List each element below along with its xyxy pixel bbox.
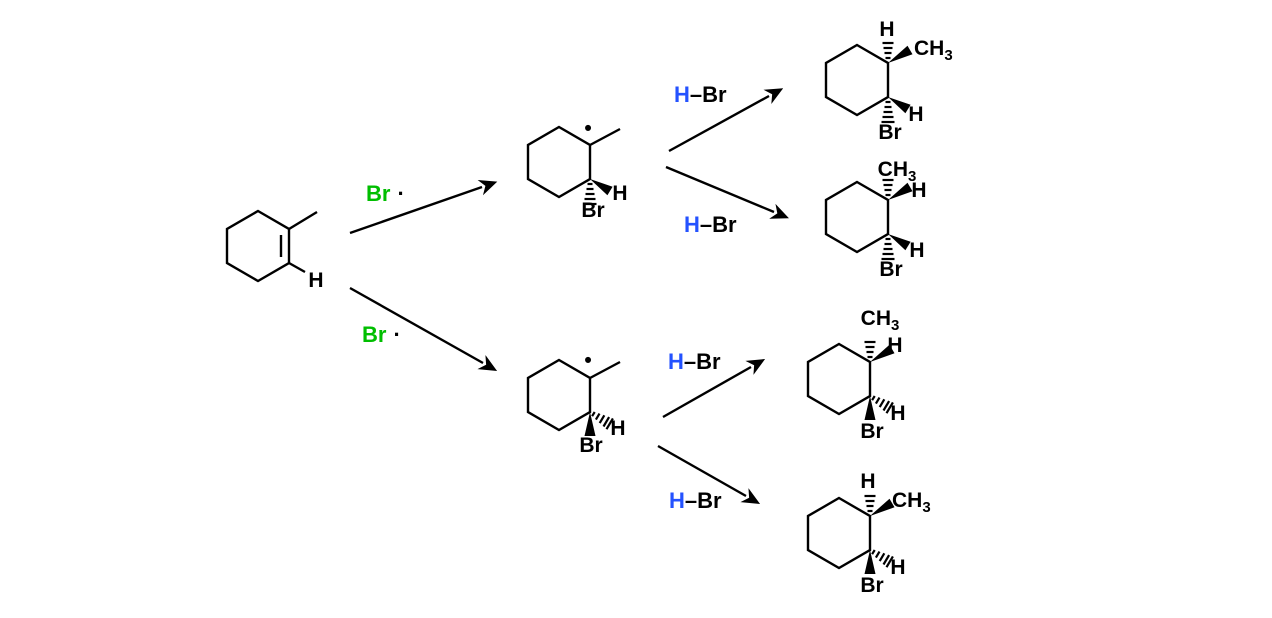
cyclohexane-ring xyxy=(806,342,872,416)
upper-right-label: H xyxy=(887,334,902,357)
wedge-bond-upper-right xyxy=(888,182,913,200)
hash-bond-up xyxy=(864,340,876,359)
methyl-bond xyxy=(288,210,318,231)
vinyl-h-bond xyxy=(288,261,306,274)
arrow-br-upper xyxy=(349,179,498,235)
hash-bond-down xyxy=(881,100,895,124)
arrow-hbr-lower-bottom xyxy=(657,444,761,505)
cyclohexene-ring xyxy=(225,209,291,283)
hash-bond-up xyxy=(882,178,894,197)
hash-bond-up xyxy=(864,494,876,513)
arrow-hbr-upper-top xyxy=(668,88,784,153)
methyl-bond xyxy=(589,127,621,147)
cyclohexane-ring xyxy=(824,43,890,117)
h-label: H xyxy=(612,182,627,205)
cyclohexane-ring xyxy=(824,180,890,254)
hbr-br: –Br xyxy=(699,212,737,237)
up-label: H xyxy=(879,18,894,41)
hbr-h: H xyxy=(674,82,690,107)
br-label: Br xyxy=(579,434,602,457)
br-radical-label-upper: Br· xyxy=(366,183,405,205)
radical-dot: • xyxy=(584,349,591,372)
hbr-br: –Br xyxy=(689,82,727,107)
upper-right-label: H xyxy=(911,179,926,202)
lower-right-label: H xyxy=(909,239,924,262)
h-label: H xyxy=(610,417,625,440)
molecule-product-3: CH3 H H Br xyxy=(806,307,906,443)
cyclohexane-ring xyxy=(526,358,592,432)
hbr-br: –Br xyxy=(683,349,721,374)
hbr-h: H xyxy=(668,349,684,374)
hbr-label-upper-top: H–Br xyxy=(674,84,727,106)
wedge-bond-h xyxy=(590,179,613,196)
hbr-label-lower-top: H–Br xyxy=(668,351,721,373)
arrow-hbr-upper-bottom xyxy=(665,165,789,219)
hash-bond-h xyxy=(591,411,614,430)
arrow-br-lower xyxy=(349,286,498,371)
down-label: Br xyxy=(878,121,901,144)
hash-bond-up xyxy=(882,41,894,60)
molecule-product-1: H CH3 H Br xyxy=(824,18,953,144)
wedge-bond-lower-right xyxy=(888,234,911,251)
radical-dot: · xyxy=(393,322,401,347)
wedge-bond-br xyxy=(584,412,596,436)
lower-right-label: H xyxy=(890,556,905,579)
hbr-h: H xyxy=(669,488,685,513)
methyl-bond xyxy=(589,360,621,380)
hbr-h: H xyxy=(684,212,700,237)
hash-bond-lower-right xyxy=(871,549,894,568)
upper-right-label: CH3 xyxy=(914,37,953,64)
molecule-radical-intermediate-upper: • H Br xyxy=(526,117,628,222)
down-label: Br xyxy=(879,258,902,281)
lower-right-label: H xyxy=(908,103,923,126)
hbr-label-upper-bottom: H–Br xyxy=(684,214,737,236)
hash-bond-br xyxy=(583,182,597,206)
up-label: CH3 xyxy=(861,307,900,334)
cyclohexane-ring xyxy=(806,496,872,570)
molecule-1-methylcyclohexene: H xyxy=(225,209,324,292)
lower-right-label: H xyxy=(890,402,905,425)
upper-right-label: CH3 xyxy=(892,489,931,516)
hbr-label-lower-bottom: H–Br xyxy=(669,490,722,512)
br-label: Br xyxy=(581,199,604,222)
hash-bond-lower-right xyxy=(871,395,894,414)
up-label: H xyxy=(860,470,875,493)
br-radical-label-lower: Br· xyxy=(362,324,401,346)
wedge-bond-down xyxy=(864,396,876,420)
radical-dot: • xyxy=(584,117,591,140)
down-label: Br xyxy=(860,574,883,597)
cyclohexane-ring xyxy=(526,125,592,199)
br-radical-symbol: Br xyxy=(362,322,387,347)
hash-bond-down xyxy=(881,237,895,261)
hbr-br: –Br xyxy=(684,488,722,513)
wedge-bond-down xyxy=(864,550,876,574)
up-label: CH3 xyxy=(878,158,917,185)
wedge-bond-upper-right xyxy=(870,498,895,516)
molecule-product-2: CH3 H H Br xyxy=(824,158,927,281)
molecule-radical-intermediate-lower: • H Br xyxy=(526,349,626,457)
wedge-bond-lower-right xyxy=(888,97,911,114)
br-radical-symbol: Br xyxy=(366,181,391,206)
radical-dot: · xyxy=(397,181,405,206)
molecule-product-4: H CH3 H Br xyxy=(806,470,931,597)
down-label: Br xyxy=(860,420,883,443)
wedge-bond-upper-right xyxy=(870,344,895,362)
wedge-bond-upper-right xyxy=(888,45,913,63)
arrow-hbr-lower-top xyxy=(662,358,766,419)
vinyl-h-label: H xyxy=(308,269,323,292)
